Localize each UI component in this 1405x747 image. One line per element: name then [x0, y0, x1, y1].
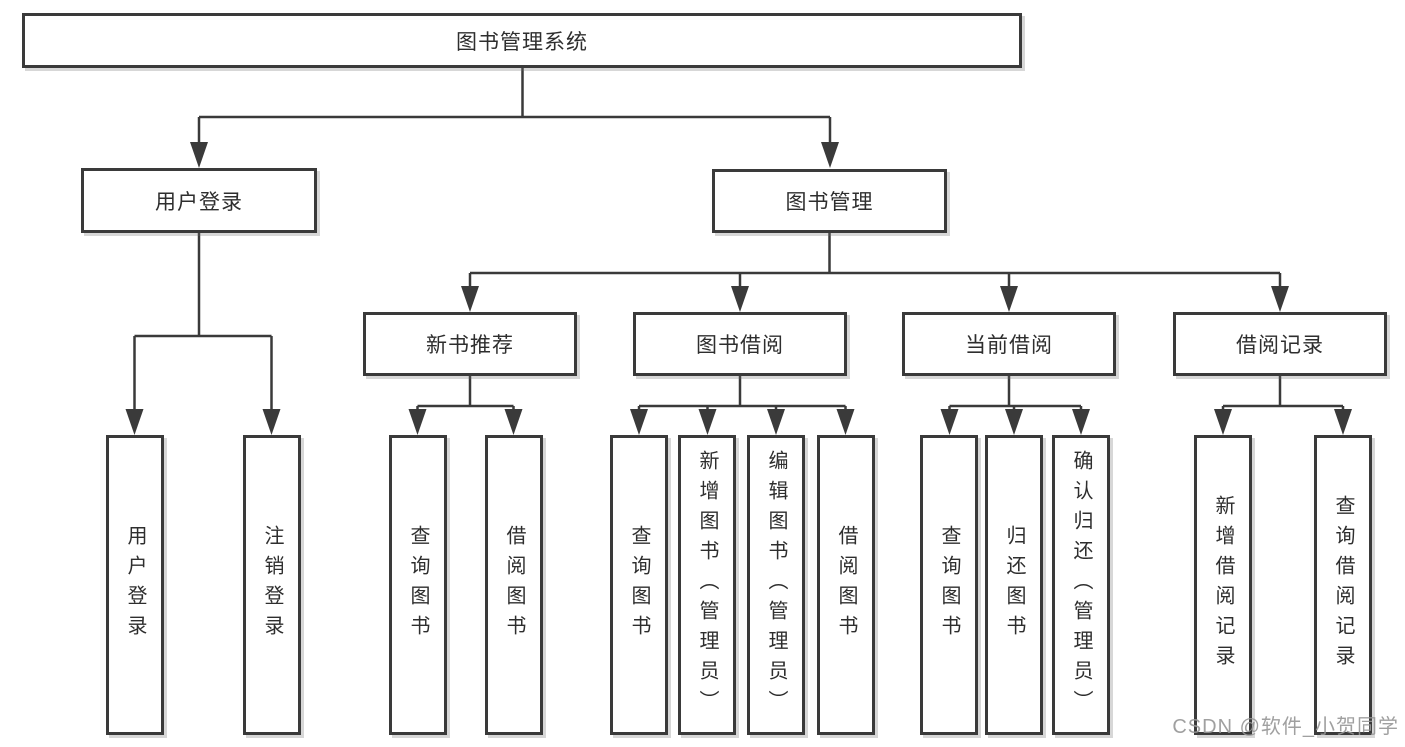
leaf-borrow-books: 借阅图书: [817, 435, 875, 735]
leaf-query-borrow-record: 查询借阅记录: [1314, 435, 1372, 735]
leaf-edit-books-admin: 编辑图书（管理员）: [747, 435, 805, 735]
node-book-management: 图书管理: [712, 169, 947, 233]
leaf-user-login: 用户登录: [106, 435, 164, 735]
leaf-query-books-current: 查询图书: [920, 435, 978, 735]
leaf-query-books-recommend: 查询图书: [389, 435, 447, 735]
leaf-add-borrow-record: 新增借阅记录: [1194, 435, 1252, 735]
leaf-confirm-return-admin: 确认归还（管理员）: [1052, 435, 1110, 735]
leaf-borrow-books-recommend: 借阅图书: [485, 435, 543, 735]
leaf-logout: 注销登录: [243, 435, 301, 735]
node-root-system: 图书管理系统: [22, 13, 1022, 68]
node-borrow-records: 借阅记录: [1173, 312, 1387, 376]
node-user-login: 用户登录: [81, 168, 317, 233]
csdn-watermark: CSDN @软件_小贺同学: [1172, 716, 1399, 738]
leaf-add-books-admin: 新增图书（管理员）: [678, 435, 736, 735]
node-new-book-recommend: 新书推荐: [363, 312, 577, 376]
node-current-borrow: 当前借阅: [902, 312, 1116, 376]
leaf-query-books-borrow: 查询图书: [610, 435, 668, 735]
leaf-return-books: 归还图书: [985, 435, 1043, 735]
node-book-borrow: 图书借阅: [633, 312, 847, 376]
